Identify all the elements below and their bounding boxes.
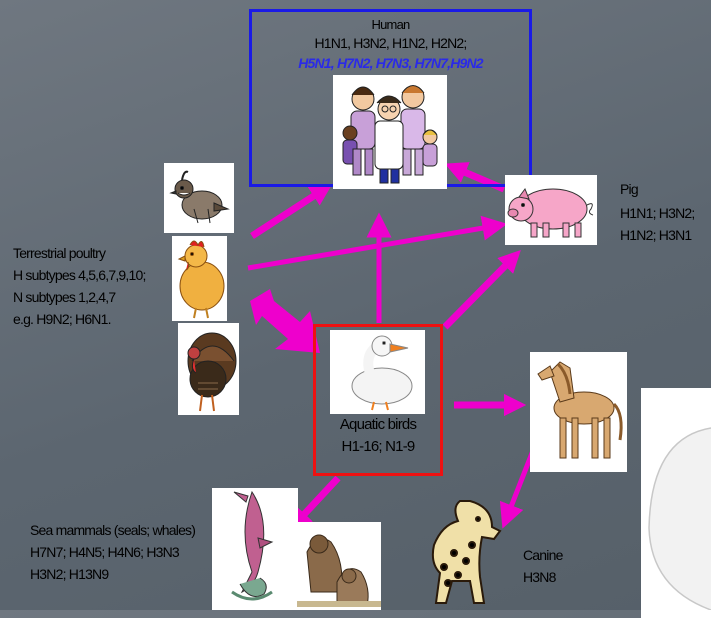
human-strains: H1N1, H3N2, H1N2, H2N2; bbox=[314, 35, 468, 51]
seals-icon bbox=[297, 522, 381, 610]
pig-title: Pig bbox=[620, 181, 639, 197]
turkey-icon bbox=[178, 323, 239, 415]
aquatic-title: Aquatic birds bbox=[339, 416, 417, 433]
human-title: Human bbox=[371, 17, 411, 32]
people-group-icon bbox=[333, 75, 447, 189]
canine-title: Canine bbox=[523, 547, 563, 563]
pig-strains-line2: H1N2; H3N1 bbox=[620, 227, 692, 243]
canine-subtypes: H3N8 bbox=[523, 569, 556, 585]
arrow-bidirectional-poultry-aquatic bbox=[250, 289, 320, 353]
sea-mammals-line1: Sea mammals (seals; whales) bbox=[30, 522, 196, 538]
arrow-aquatic-to-pig bbox=[442, 250, 521, 330]
partial-image-panel bbox=[641, 388, 711, 618]
quail-icon bbox=[164, 163, 234, 233]
arrow-aquatic-to-sea-mammals bbox=[289, 475, 341, 531]
poultry-line2: H subtypes 4,5,6,7,9,10; bbox=[13, 267, 146, 283]
dolphin-icon bbox=[212, 488, 298, 610]
horse-icon bbox=[530, 352, 627, 472]
aquatic-birds-box: Aquatic birds H1-16; N1-9 bbox=[313, 324, 443, 476]
human-host-box: Human H1N1, H3N2, H1N2, H2N2; H5N1, H7N2… bbox=[249, 9, 532, 189]
sea-mammals-line2: H7N7; H4N5; H4N6; H3N3 bbox=[30, 544, 180, 560]
pig-strains-line1: H1N1; H3N2; bbox=[620, 205, 695, 221]
dalmatian-icon bbox=[418, 497, 505, 607]
poultry-line1: Terrestrial poultry bbox=[13, 245, 106, 261]
duck-icon bbox=[330, 330, 425, 414]
arrow-chicken-to-pig bbox=[247, 215, 508, 271]
chicken-icon bbox=[172, 236, 227, 321]
arrow-quail-to-human bbox=[250, 183, 333, 239]
sea-mammals-line3: H3N2; H13N9 bbox=[30, 566, 109, 582]
human-new-strains: H5N1, H7N2, H7N3, H7N7,H9N2 bbox=[298, 55, 483, 71]
poultry-line4: e.g. H9N2; H6N1. bbox=[13, 311, 112, 327]
aquatic-subtypes: H1-16; N1-9 bbox=[341, 438, 416, 455]
pig-icon bbox=[505, 175, 597, 245]
poultry-line3: N subtypes 1,2,4,7 bbox=[13, 289, 116, 305]
